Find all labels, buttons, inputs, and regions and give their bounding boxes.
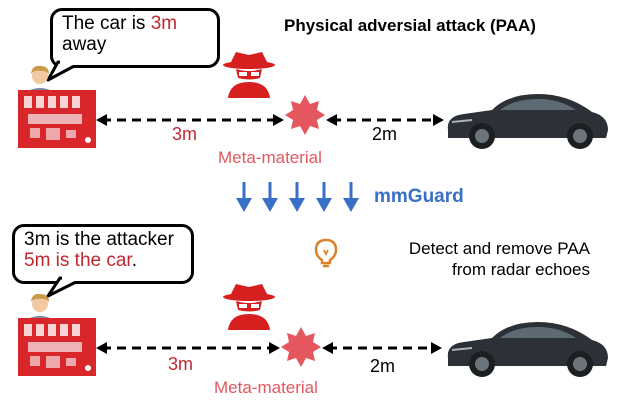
bubble-top-text-a: The car is [62, 13, 151, 34]
bubble-top-text-red: 3m [150, 13, 178, 34]
detect-text: Detect and remove PAA from radar echoes [340, 238, 590, 280]
distance-label-bottom-left: 3m [168, 354, 194, 374]
car-icon [447, 94, 608, 149]
starburst-icon [285, 95, 325, 135]
attacker-icon [223, 284, 275, 330]
radar-board-icon [18, 90, 96, 148]
distance-label-bottom-right: 2m [370, 356, 396, 376]
diagram-title: Physical adversial attack (PAA) [284, 16, 536, 35]
lightbulb-icon [314, 238, 338, 268]
car-icon [447, 322, 608, 377]
bubble-bottom-text-red: 5m is the car [24, 250, 132, 271]
mmguard-label: mmGuard [374, 186, 464, 207]
metamaterial-label-bottom: Meta-material [214, 378, 318, 397]
speech-bubble-bottom: 3m is the attacker 5m is the car. [12, 224, 194, 284]
speech-bubble-top: The car is 3m away [50, 8, 220, 68]
attacker-icon [223, 52, 275, 98]
bubble-bottom-text-end: . [131, 250, 137, 271]
starburst-icon [281, 327, 321, 367]
distance-label-top-left: 3m [172, 124, 198, 144]
bubble-top-text-b: away [62, 34, 107, 55]
metamaterial-label-top: Meta-material [218, 148, 322, 167]
distance-label-top-right: 2m [372, 124, 398, 144]
radar-board-icon [18, 318, 96, 376]
detect-line-1: Detect and remove PAA [408, 239, 590, 258]
detect-line-2: from radar echoes [452, 260, 590, 279]
bubble-bottom-text-a: 3m is the attacker [24, 229, 174, 250]
